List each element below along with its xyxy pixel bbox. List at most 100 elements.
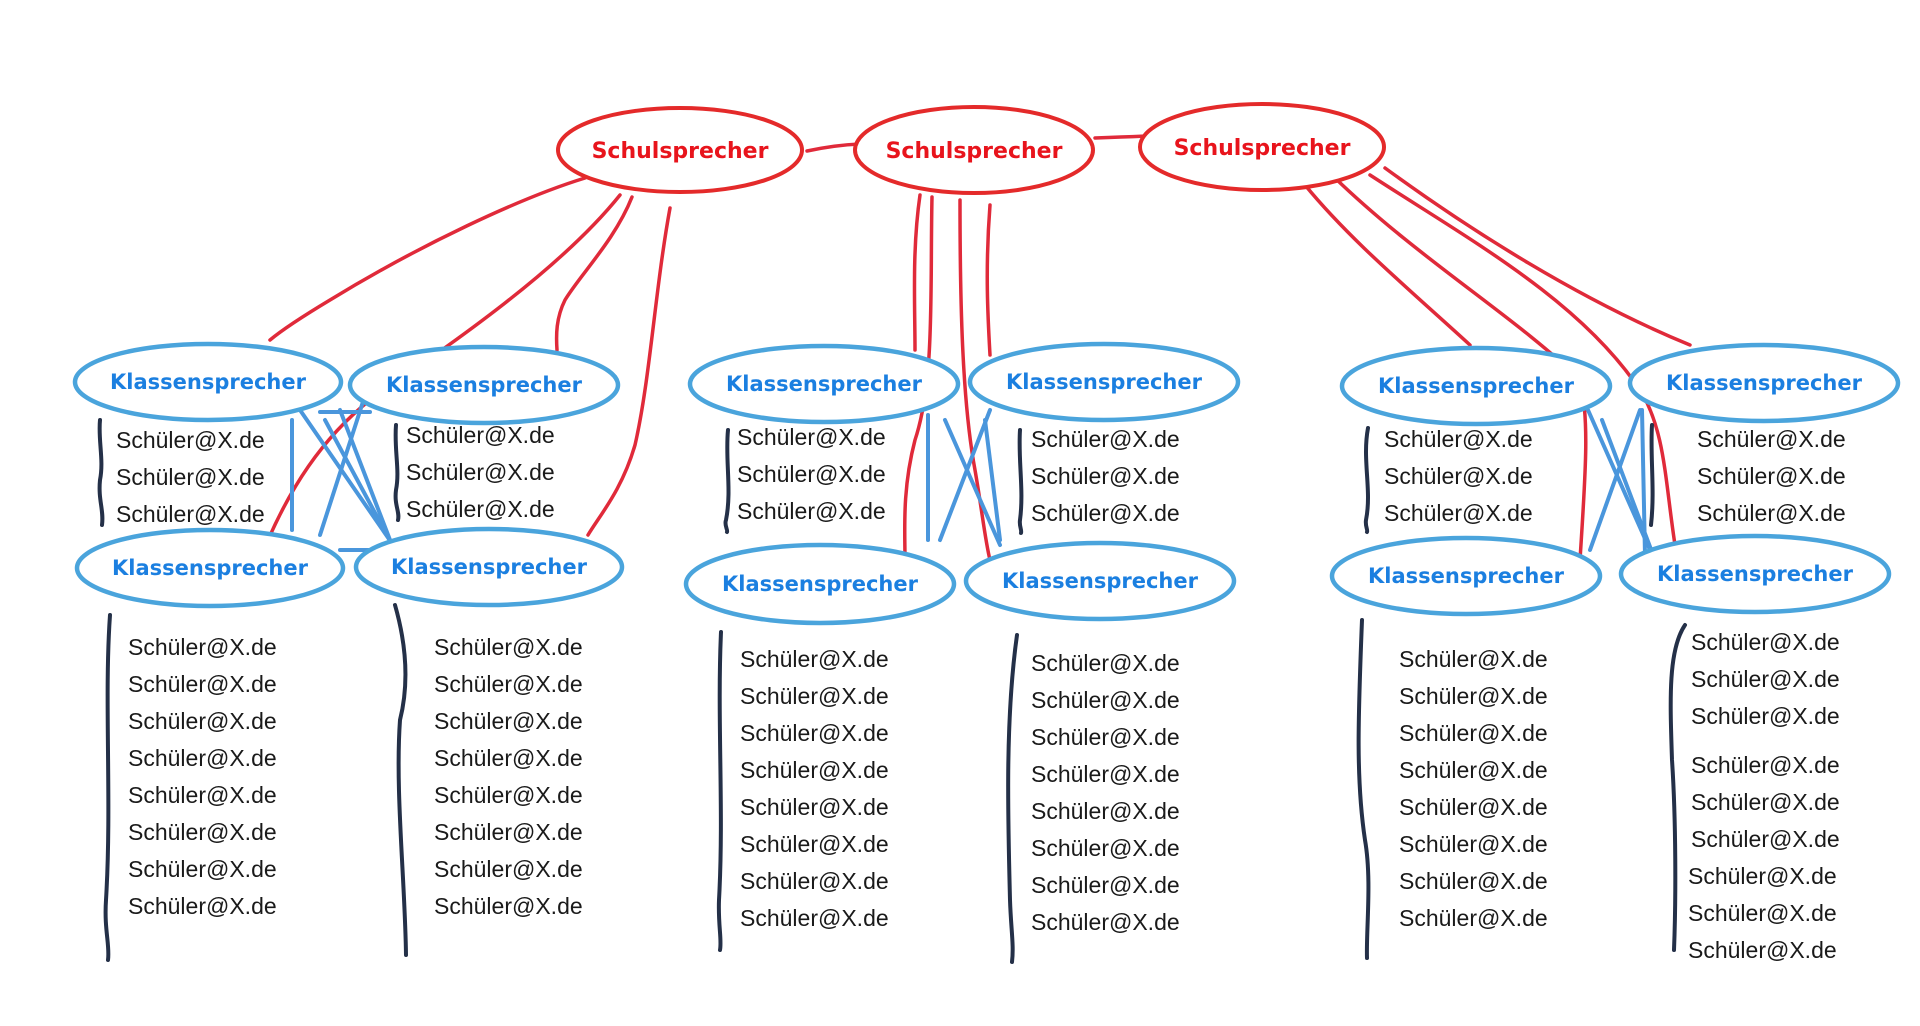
student-email: Schüler@X.de (1384, 500, 1533, 526)
class-speaker-oval (347, 344, 621, 426)
student-email: Schüler@X.de (128, 634, 277, 660)
student-email: Schüler@X.de (1691, 666, 1840, 692)
student-email: Schüler@X.de (1031, 835, 1180, 861)
class-speaker-g2-4: Klassensprecher (963, 540, 1237, 622)
school-to-class-link (958, 198, 992, 562)
school-to-class-link (1303, 183, 1472, 347)
student-email: Schüler@X.de (128, 856, 277, 882)
student-email: Schüler@X.de (1031, 426, 1180, 452)
student-email: Schüler@X.de (1399, 831, 1548, 857)
student-email: Schüler@X.de (1031, 872, 1180, 898)
student-email: Schüler@X.de (740, 868, 889, 894)
student-brackets (97, 418, 1687, 964)
student-email: Schüler@X.de (740, 646, 889, 672)
student-email: Schüler@X.de (116, 427, 265, 453)
class-speaker-oval (74, 527, 346, 609)
class-speaker-label: Klassensprecher (386, 373, 583, 397)
student-email: Schüler@X.de (1688, 863, 1837, 889)
student-email: Schüler@X.de (406, 422, 555, 448)
class-speaker-links (290, 378, 1657, 562)
school-speaker-label: Schulsprecher (1174, 136, 1351, 161)
student-email: Schüler@X.de (116, 464, 265, 490)
class-speaker-label: Klassensprecher (110, 370, 307, 394)
class-speaker-oval (967, 341, 1241, 423)
class-speaker-label: Klassensprecher (1657, 562, 1854, 586)
student-email: Schüler@X.de (1691, 752, 1840, 778)
student-email: Schüler@X.de (1399, 683, 1548, 709)
school-speaker-label: Schulsprecher (592, 139, 769, 164)
student-list-g2-1: Schüler@X.de Schüler@X.de Schüler@X.de (737, 424, 886, 524)
class-speaker-oval (687, 343, 961, 425)
school-to-class-link (902, 195, 934, 562)
class-speaker-g2-3: Klassensprecher (683, 542, 957, 626)
student-bracket (716, 630, 723, 952)
student-email: Schüler@X.de (434, 819, 583, 845)
class-speaker-oval (1627, 342, 1901, 424)
student-email: Schüler@X.de (1031, 724, 1180, 750)
class-speaker-oval (72, 341, 344, 423)
student-email: Schüler@X.de (1697, 426, 1846, 452)
class-link (938, 408, 992, 542)
class-speaker-g2-1: Klassensprecher (687, 343, 961, 425)
student-email: Schüler@X.de (1031, 798, 1180, 824)
student-email: Schüler@X.de (1031, 463, 1180, 489)
student-email: Schüler@X.de (1399, 794, 1548, 820)
student-email: Schüler@X.de (434, 782, 583, 808)
school-to-class-link (268, 176, 587, 342)
class-speaker-label: Klassensprecher (1666, 371, 1863, 395)
student-email: Schüler@X.de (434, 893, 583, 919)
school-speaker-oval (1138, 102, 1386, 192)
student-email: Schüler@X.de (1399, 720, 1548, 746)
student-list-g3-1: Schüler@X.de Schüler@X.de Schüler@X.de (1384, 426, 1533, 526)
class-speaker-g3-2: Klassensprecher (1627, 342, 1901, 424)
school-speaker-oval (556, 106, 804, 194)
class-speaker-label: Klassensprecher (112, 556, 309, 580)
student-email: Schüler@X.de (434, 856, 583, 882)
class-speaker-oval (683, 542, 957, 626)
student-bracket (393, 423, 401, 522)
class-speaker-label: Klassensprecher (1006, 370, 1203, 394)
class-speaker-oval (1329, 535, 1603, 617)
student-list-g1-3: Schüler@X.de Schüler@X.de Schüler@X.de S… (128, 634, 277, 919)
student-email: Schüler@X.de (434, 745, 583, 771)
student-email: Schüler@X.de (1697, 500, 1846, 526)
student-email: Schüler@X.de (1691, 703, 1840, 729)
student-bracket (1649, 423, 1655, 527)
student-email: Schüler@X.de (434, 708, 583, 734)
school-to-class-link (554, 195, 634, 352)
student-email: Schüler@X.de (1031, 761, 1180, 787)
student-list-g3-3: Schüler@X.de Schüler@X.de Schüler@X.de S… (1399, 646, 1548, 931)
student-email: Schüler@X.de (740, 683, 889, 709)
student-list-g1-1: Schüler@X.de Schüler@X.de Schüler@X.de (116, 427, 265, 527)
student-email: Schüler@X.de (128, 671, 277, 697)
school-to-class-link (586, 206, 672, 537)
class-link (338, 408, 392, 542)
student-email: Schüler@X.de (1399, 868, 1548, 894)
school-to-class-link (912, 193, 922, 352)
student-email: Schüler@X.de (1384, 426, 1533, 452)
student-list-g2-3: Schüler@X.de Schüler@X.de Schüler@X.de S… (740, 646, 889, 931)
student-email: Schüler@X.de (1399, 905, 1548, 931)
school-speaker-1: Schulsprecher (556, 106, 804, 194)
student-bracket (1363, 426, 1370, 534)
student-email: Schüler@X.de (737, 498, 886, 524)
school-speaker-2: Schulsprecher (853, 105, 1095, 195)
student-email: Schüler@X.de (1031, 500, 1180, 526)
class-speaker-oval (1618, 533, 1892, 615)
student-bracket (97, 418, 105, 527)
school-to-class-link (1383, 166, 1692, 347)
student-email: Schüler@X.de (128, 819, 277, 845)
class-speaker-g3-4: Klassensprecher (1618, 533, 1892, 615)
student-bracket (1017, 428, 1024, 535)
student-email: Schüler@X.de (1399, 757, 1548, 783)
student-list-g2-4: Schüler@X.de Schüler@X.de Schüler@X.de S… (1031, 650, 1180, 935)
student-bracket (1356, 618, 1371, 960)
student-email: Schüler@X.de (737, 461, 886, 487)
student-email: Schüler@X.de (406, 496, 555, 522)
student-email: Schüler@X.de (740, 831, 889, 857)
class-speaker-g3-1: Klassensprecher (1339, 345, 1613, 427)
head-chain-link (805, 142, 862, 153)
student-email: Schüler@X.de (1399, 646, 1548, 672)
student-list-g2-2: Schüler@X.de Schüler@X.de Schüler@X.de (1031, 426, 1180, 526)
